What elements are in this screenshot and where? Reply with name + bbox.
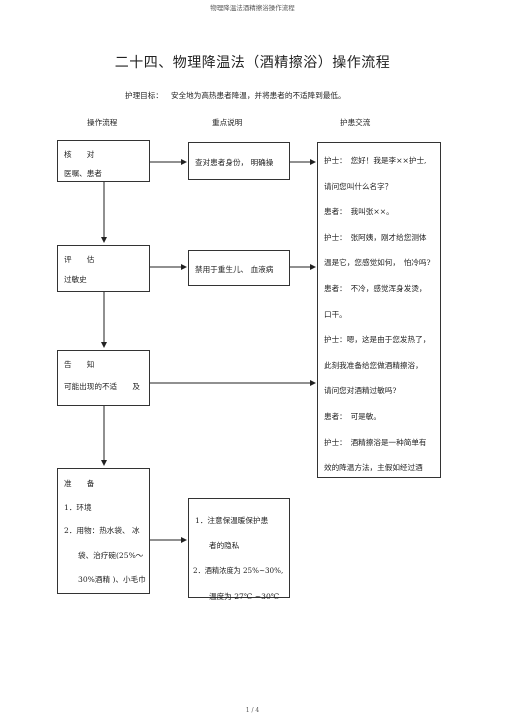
column-header-key-points: 重点说明 [212, 118, 243, 127]
page-header: 物理降温法酒精擦浴操作流程 [210, 4, 295, 12]
dialogue-line: 口干。 [324, 309, 347, 319]
step-check-title: 核 对 [64, 150, 95, 159]
dialogue-line: 护士：嗯，这是由于您发热了， [324, 335, 431, 345]
keypoint-assess-text: 禁用于重生儿、 血液病 [195, 265, 274, 274]
step-prepare-supplies-cont1: 袋、治疗碗(25%～ [78, 551, 144, 560]
step-prepare-box: 准 备 1．环境 2．用物：热水袋、 冰 袋、治疗碗(25%～ 30%酒精 )、… [57, 468, 150, 594]
step-assess-title: 评 估 [64, 255, 95, 264]
keypoint-prepare-line4: 温度为 27℃ ~30℃ [209, 592, 280, 601]
keypoint-check-box: 查对患者身份， 明确操 [188, 142, 290, 180]
keypoint-prepare-line3: 2．酒精浓度为 25%~30%, [193, 566, 284, 575]
dialogue-line: 患者： 可是敏。 [324, 412, 381, 421]
step-assess-box: 评 估 过敏史 [57, 245, 150, 292]
step-inform-box: 告 知 可能出现的不适 及 [57, 350, 150, 406]
step-check-box: 核 对 医嘱、患者 [57, 140, 150, 182]
step-prepare-environment: 1．环境 [64, 503, 92, 512]
dialogue-line: 患者： 不冷，感觉浑身发烫， [324, 284, 427, 293]
dialogue-line: 效的降温方法，主假如经过酒 [324, 463, 423, 473]
dialogue-box: 护士： 您好！我是李××护士, 请问您叫什么名字？ 患者： 我叫张××。护士： 张阿… [317, 142, 441, 478]
dialogue-line: 此刻我准备给您做酒精擦浴， [324, 360, 423, 370]
step-inform-detail: 可能出现的不适 及 [64, 382, 140, 391]
step-inform-title: 告 知 [64, 360, 95, 369]
column-header-flow: 操作流程 [87, 118, 118, 127]
dialogue-line: 护士： 张阿姨，刚才给您测体 [324, 232, 427, 242]
step-check-detail: 医嘱、患者 [64, 169, 102, 178]
dialogue-line: 温是它，您感觉如何， 怕冷吗? [324, 258, 431, 268]
keypoint-prepare-line1: 1．注意保温暖保护患 [195, 516, 269, 525]
keypoint-check-text: 查对患者身份， 明确操 [195, 158, 274, 167]
page-number: 1 / 4 [245, 707, 260, 714]
dialogue-line: 护士： 酒精擦浴是一种简单有 [324, 437, 427, 447]
step-prepare-supplies: 2．用物：热水袋、 冰 [64, 526, 140, 535]
step-prepare-title: 准 备 [64, 479, 95, 488]
keypoint-prepare-box: 1．注意保温暖保护患 者的隐私 2．酒精浓度为 25%~30%, 温度为 27℃… [188, 498, 290, 601]
nursing-goal-text: 安全地为高热患者降温，并将患者的不适降到最低。 [170, 91, 346, 100]
keypoint-prepare-line2: 者的隐私 [209, 541, 240, 550]
dialogue-line: 请问您叫什么名字？ [324, 181, 393, 191]
keypoint-assess-box: 禁用于重生儿、 血液病 [188, 250, 290, 286]
dialogue-line: 患者： 我叫张××。 [324, 207, 394, 217]
step-prepare-supplies-cont2: 30%酒精 )、小毛巾 [78, 575, 146, 584]
nursing-goal: 护理目标： 安全地为高热患者降温，并将患者的不适降到最低。 [125, 90, 346, 101]
document-title: 二十四、物理降温法（酒精擦浴）操作流程 [114, 55, 391, 71]
dialogue-line: 请问您对酒精过敏吗? [324, 386, 397, 396]
column-header-communication: 护患交流 [340, 118, 371, 127]
step-assess-detail: 过敏史 [64, 275, 87, 284]
nursing-goal-label: 护理目标： [125, 91, 163, 100]
dialogue-line: 护士： 您好！我是李××护士, [324, 156, 427, 165]
